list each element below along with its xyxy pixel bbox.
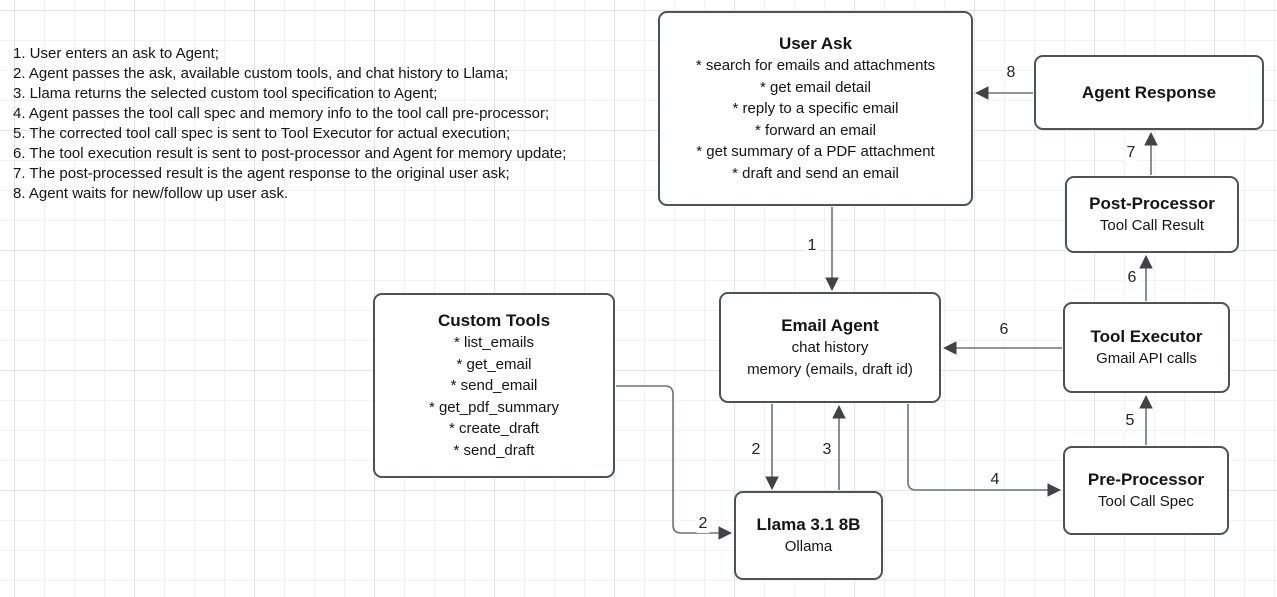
node-title: User Ask bbox=[778, 34, 853, 53]
edge-label-2: 2 bbox=[749, 441, 763, 459]
node-line: Ollama bbox=[784, 537, 833, 555]
node-line: * get summary of a PDF attachment bbox=[696, 143, 935, 160]
node-line: * search for emails and attachments bbox=[695, 57, 936, 74]
node-line: Tool Call Spec bbox=[1098, 492, 1194, 510]
node-line: * forward an email bbox=[755, 121, 876, 139]
node-line: * draft and send an email bbox=[732, 164, 899, 182]
node-line: Gmail API calls bbox=[1096, 349, 1197, 367]
node-user-ask[interactable]: User Ask * search for emails and attachm… bbox=[658, 11, 973, 206]
node-line: * get email detail bbox=[760, 78, 871, 96]
node-line: * get_pdf_summary bbox=[428, 398, 560, 416]
edge-label-5: 5 bbox=[1123, 412, 1137, 430]
node-title: Pre-Processor bbox=[1087, 469, 1205, 489]
edge-label-6: 6 bbox=[1125, 269, 1139, 287]
node-post-processor[interactable]: Post-Processor Tool Call Result bbox=[1065, 176, 1239, 253]
node-line: Tool Call Result bbox=[1099, 216, 1205, 234]
edge-label-2b: 2 bbox=[696, 515, 710, 533]
edge-label-1: 1 bbox=[805, 237, 819, 255]
edge-label-7: 7 bbox=[1124, 144, 1138, 162]
note-line-8: 8. Agent waits for new/follow up user as… bbox=[13, 185, 289, 202]
node-line: * send_email bbox=[450, 377, 538, 394]
node-title: Custom Tools bbox=[437, 311, 551, 330]
note-line-7: 7. The post-processed result is the agen… bbox=[13, 165, 510, 182]
node-line: chat history bbox=[791, 339, 869, 356]
flow-notes: 1. User enters an ask to Agent; 2. Agent… bbox=[13, 44, 566, 204]
node-llama[interactable]: Llama 3.1 8B Ollama bbox=[734, 491, 883, 580]
node-agent-response[interactable]: Agent Response bbox=[1034, 55, 1264, 130]
node-line: * reply to a specific email bbox=[732, 100, 899, 117]
node-line: * send_draft bbox=[453, 441, 535, 459]
edge-label-6b: 6 bbox=[997, 321, 1011, 339]
node-line: memory (emails, draft id) bbox=[747, 360, 913, 378]
node-email-agent[interactable]: Email Agent chat history memory (emails,… bbox=[719, 292, 941, 403]
node-title: Agent Response bbox=[1081, 82, 1217, 102]
edge-label-4: 4 bbox=[988, 471, 1002, 489]
note-line-3: 3. Llama returns the selected custom too… bbox=[13, 85, 438, 102]
node-title: Tool Executor bbox=[1090, 326, 1203, 346]
node-line: * get_email bbox=[456, 355, 532, 373]
note-line-1: 1. User enters an ask to Agent; bbox=[13, 45, 219, 62]
note-line-6: 6. The tool execution result is sent to … bbox=[13, 145, 567, 162]
edge-label-3: 3 bbox=[820, 441, 834, 459]
edge-custom-tools-to-llama bbox=[616, 385, 733, 540]
node-line: * create_draft bbox=[448, 420, 540, 437]
node-line: * list_emails bbox=[453, 334, 535, 351]
node-tool-executor[interactable]: Tool Executor Gmail API calls bbox=[1063, 302, 1230, 393]
node-pre-processor[interactable]: Pre-Processor Tool Call Spec bbox=[1063, 446, 1229, 535]
node-title: Post-Processor bbox=[1089, 193, 1215, 213]
node-custom-tools[interactable]: Custom Tools * list_emails * get_email *… bbox=[373, 293, 615, 478]
edge-email-agent-to-pre-processor bbox=[907, 404, 1062, 497]
note-line-5: 5. The corrected tool call spec is sent … bbox=[13, 125, 511, 142]
edge-label-8: 8 bbox=[1004, 64, 1018, 82]
node-title: Llama 3.1 8B bbox=[756, 514, 861, 534]
node-title: Email Agent bbox=[781, 316, 879, 335]
note-line-4: 4. Agent passes the tool call spec and m… bbox=[13, 105, 550, 122]
note-line-2: 2. Agent passes the ask, available custo… bbox=[13, 65, 509, 82]
